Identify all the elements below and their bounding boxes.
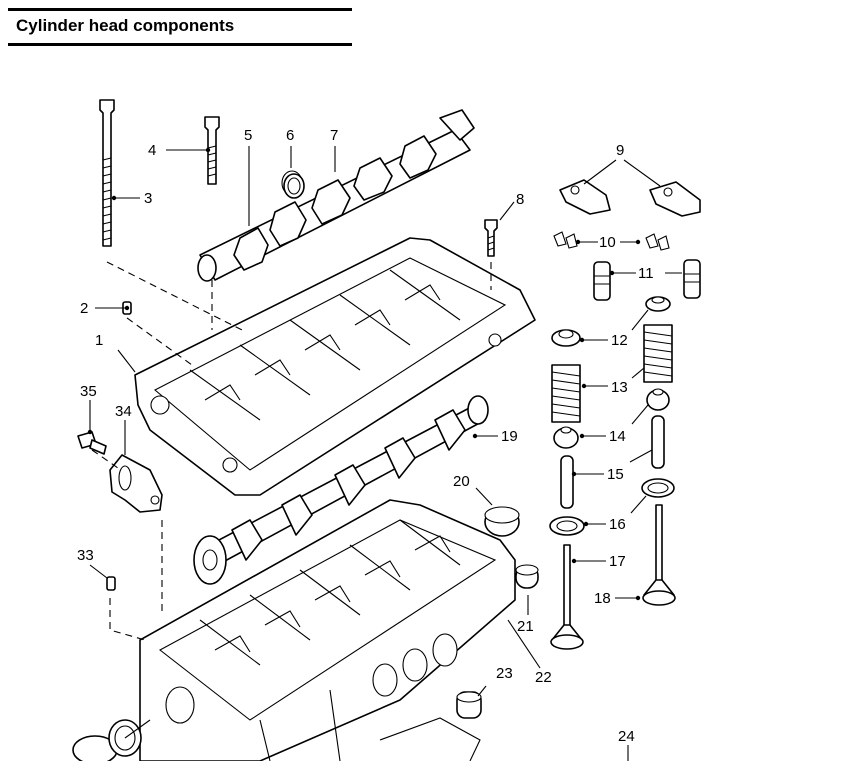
seal-plug-large xyxy=(484,506,520,537)
alignment-lines xyxy=(91,261,492,641)
callout-35: 35 xyxy=(80,383,97,400)
callout-13: 13 xyxy=(611,379,628,396)
callout-6: 6 xyxy=(286,127,294,144)
exhaust-valve xyxy=(642,504,676,606)
camshaft xyxy=(193,395,489,585)
camshaft-carrier xyxy=(134,237,536,496)
valve-seat-inserts xyxy=(549,478,675,536)
callout-34: 34 xyxy=(115,403,132,420)
callout-23: 23 xyxy=(496,665,513,682)
front-seal xyxy=(72,719,142,761)
seal-plug-small xyxy=(515,564,539,589)
callout-1: 1 xyxy=(95,332,103,349)
rocker-arms xyxy=(559,179,701,217)
small-bolt xyxy=(484,219,498,257)
callout-5: 5 xyxy=(244,127,252,144)
valve-springs xyxy=(551,324,673,423)
callout-16: 16 xyxy=(609,516,626,533)
hydraulic-tappets xyxy=(593,259,701,301)
callout-4: 4 xyxy=(148,142,156,159)
callout-8: 8 xyxy=(516,191,524,208)
callout-33: 33 xyxy=(77,547,94,564)
callout-3: 3 xyxy=(144,190,152,207)
callout-19: 19 xyxy=(501,428,518,445)
callout-22: 22 xyxy=(535,669,552,686)
leader-lines xyxy=(87,146,682,761)
oil-seal xyxy=(283,173,305,199)
header-rule-top xyxy=(8,8,352,11)
flange-bolt xyxy=(77,431,107,455)
page-title: Cylinder head components xyxy=(16,16,235,35)
long-bolt xyxy=(99,99,115,247)
valve-guides xyxy=(560,415,665,509)
callout-24: 24 xyxy=(618,728,635,745)
callout-15: 15 xyxy=(607,466,624,483)
callout-17: 17 xyxy=(609,553,626,570)
header-rule-bottom xyxy=(8,43,352,46)
callout-10: 10 xyxy=(599,234,616,251)
rocker-shaft-assembly xyxy=(197,109,475,282)
bush xyxy=(456,691,482,719)
callout-labels: 1 2 3 4 5 6 7 8 9 10 11 12 13 14 15 16 1… xyxy=(77,127,654,745)
callout-21: 21 xyxy=(517,618,534,635)
cylinder-head xyxy=(139,499,516,761)
short-bolt xyxy=(204,116,220,185)
callout-14: 14 xyxy=(609,428,626,445)
callout-2: 2 xyxy=(80,300,88,317)
callout-12: 12 xyxy=(611,332,628,349)
callout-7: 7 xyxy=(330,127,338,144)
callout-18: 18 xyxy=(594,590,611,607)
callout-9: 9 xyxy=(616,142,624,159)
valve-collets xyxy=(553,231,670,251)
locating-sleeve xyxy=(106,576,116,591)
inlet-valve xyxy=(550,544,584,650)
callout-11: 11 xyxy=(638,265,654,282)
valve-stem-seals xyxy=(553,388,670,449)
callout-20: 20 xyxy=(453,473,470,490)
spring-caps xyxy=(551,296,671,347)
bracket xyxy=(109,454,163,513)
